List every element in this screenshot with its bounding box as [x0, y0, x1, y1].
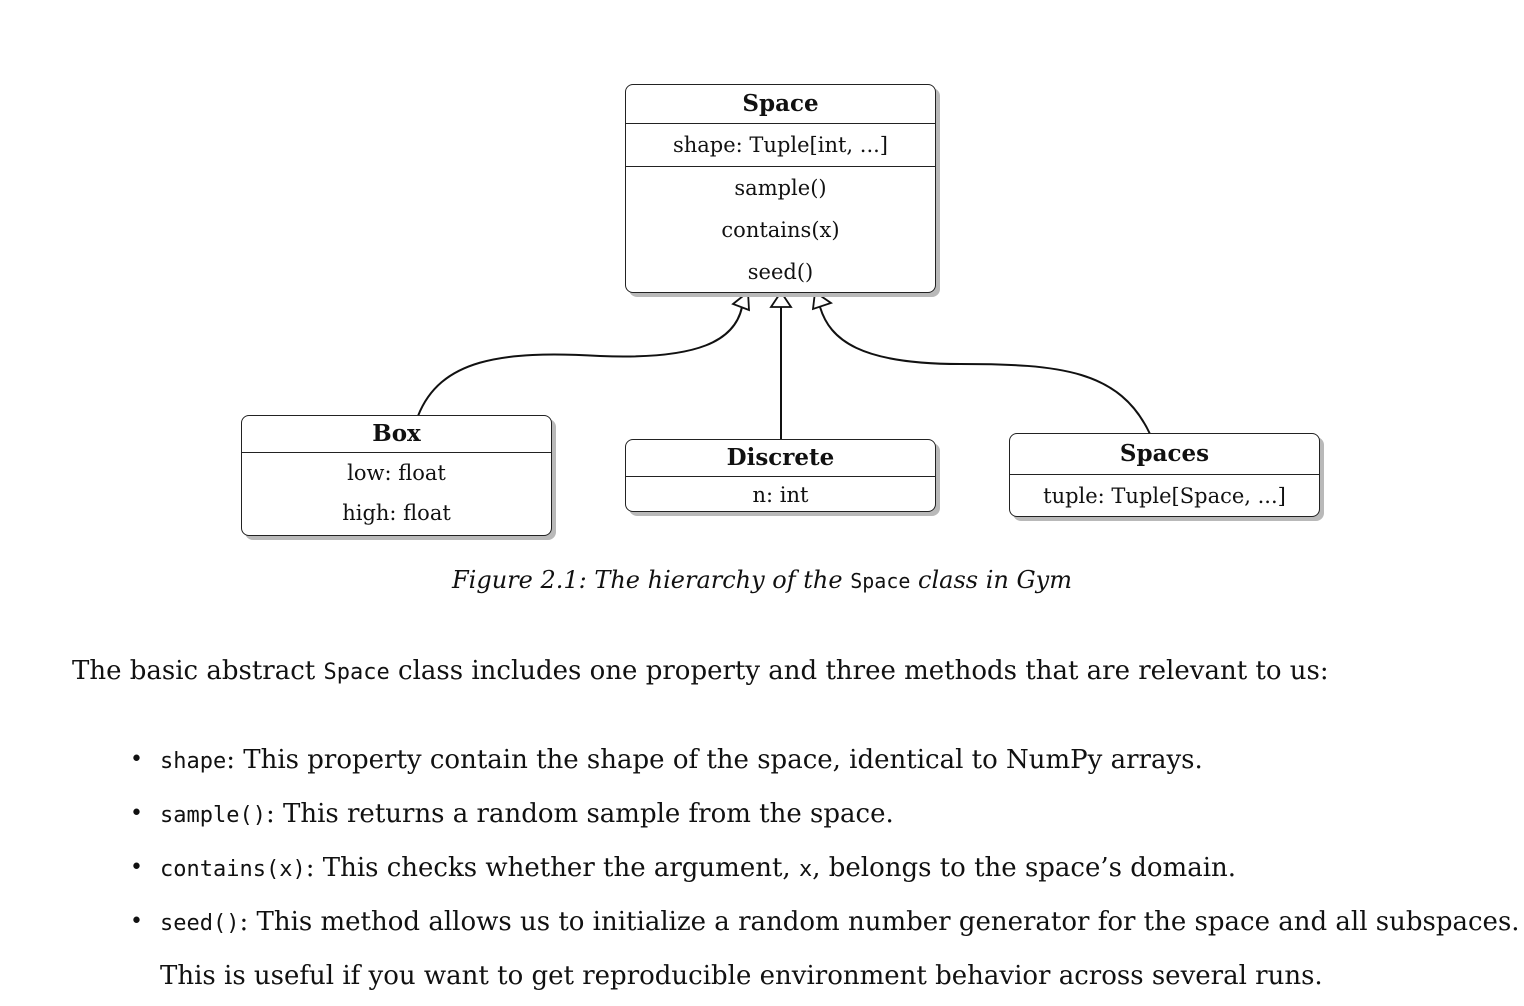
list-item: • contains(x): This checks whether the ar…	[130, 842, 1520, 896]
space-property-shape: shape: Tuple[int, ...]	[672, 133, 888, 157]
intro-code: Space	[323, 660, 390, 685]
intro-paragraph: The basic abstract Space class includes …	[72, 656, 1329, 686]
list-item: • shape: This property contain the shape …	[130, 734, 1520, 788]
caption-suffix: class in Gym	[910, 566, 1072, 594]
bullet-inline-code: x	[798, 857, 813, 882]
inheritance-edge-box	[417, 306, 743, 417]
methods-bullet-list: • shape: This property contain the shape …	[130, 734, 1520, 1002]
box-property-high: high: float	[342, 501, 451, 525]
space-method-seed: seed()	[747, 260, 814, 284]
spaces-class-box: Spaces tuple: Tuple[Space, ...]	[1009, 433, 1320, 517]
spaces-property-tuple: tuple: Tuple[Space, ...]	[1043, 484, 1286, 508]
bullet-text: : This property contain the shape of the…	[226, 745, 1203, 775]
bullet-icon: •	[130, 855, 143, 880]
discrete-class-box: Discrete n: int	[625, 439, 936, 512]
caption-prefix: Figure 2.1: The hierarchy of the	[452, 566, 851, 594]
space-method-contains: contains(x)	[721, 218, 840, 242]
figure-caption: Figure 2.1: The hierarchy of the Space c…	[0, 566, 1524, 594]
bullet-icon: •	[130, 747, 143, 772]
inheritance-edge-spaces	[819, 306, 1151, 435]
space-class-properties: shape: Tuple[int, ...]	[626, 123, 935, 166]
box-class-properties: low: float high: float	[242, 452, 551, 533]
inheritance-arrowhead-discrete	[769, 290, 793, 308]
inheritance-arrowhead-box	[731, 290, 750, 312]
discrete-property-n: n: int	[752, 483, 809, 507]
bullet-icon: •	[130, 909, 143, 934]
bullet-code: sample()	[160, 803, 266, 828]
bullet-text: : This returns a random sample from the …	[265, 799, 894, 829]
box-class-name: Box	[372, 420, 421, 447]
intro-prefix: The basic abstract	[72, 656, 324, 686]
box-class-box: Box low: float high: float	[241, 415, 552, 536]
space-method-sample: sample()	[734, 176, 827, 200]
bullet-text: : This method allows us to initialize a …	[239, 907, 1520, 937]
discrete-class-properties: n: int	[626, 476, 935, 511]
space-class-methods: sample() contains(x) seed()	[626, 166, 935, 292]
bullet-text: : This checks whether the argument,	[305, 853, 799, 883]
bullet-continuation: This is useful if you want to get reprod…	[160, 961, 1323, 991]
caption-code: Space	[850, 569, 911, 593]
box-property-low: low: float	[347, 461, 446, 485]
bullet-code: shape	[160, 749, 227, 774]
bullet-text-after: , belongs to the space’s domain.	[812, 853, 1237, 883]
bullet-code: contains(x)	[160, 857, 306, 882]
class-hierarchy-diagram: Space shape: Tuple[int, ...] sample() co…	[241, 84, 1320, 536]
discrete-class-name: Discrete	[726, 444, 835, 471]
space-class-name: Space	[742, 90, 819, 117]
bullet-icon: •	[130, 801, 143, 826]
spaces-class-name: Spaces	[1119, 440, 1210, 467]
inheritance-arrowhead-spaces	[811, 290, 833, 311]
list-item: • seed(): This method allows us to initia…	[130, 896, 1520, 1002]
intro-suffix: class includes one property and three me…	[389, 656, 1329, 686]
list-item: • sample(): This returns a random sample …	[130, 788, 1520, 842]
spaces-class-properties: tuple: Tuple[Space, ...]	[1010, 474, 1319, 516]
inheritance-connectors	[417, 290, 1151, 440]
bullet-code: seed()	[160, 911, 240, 936]
space-class-box: Space shape: Tuple[int, ...] sample() co…	[625, 84, 936, 293]
